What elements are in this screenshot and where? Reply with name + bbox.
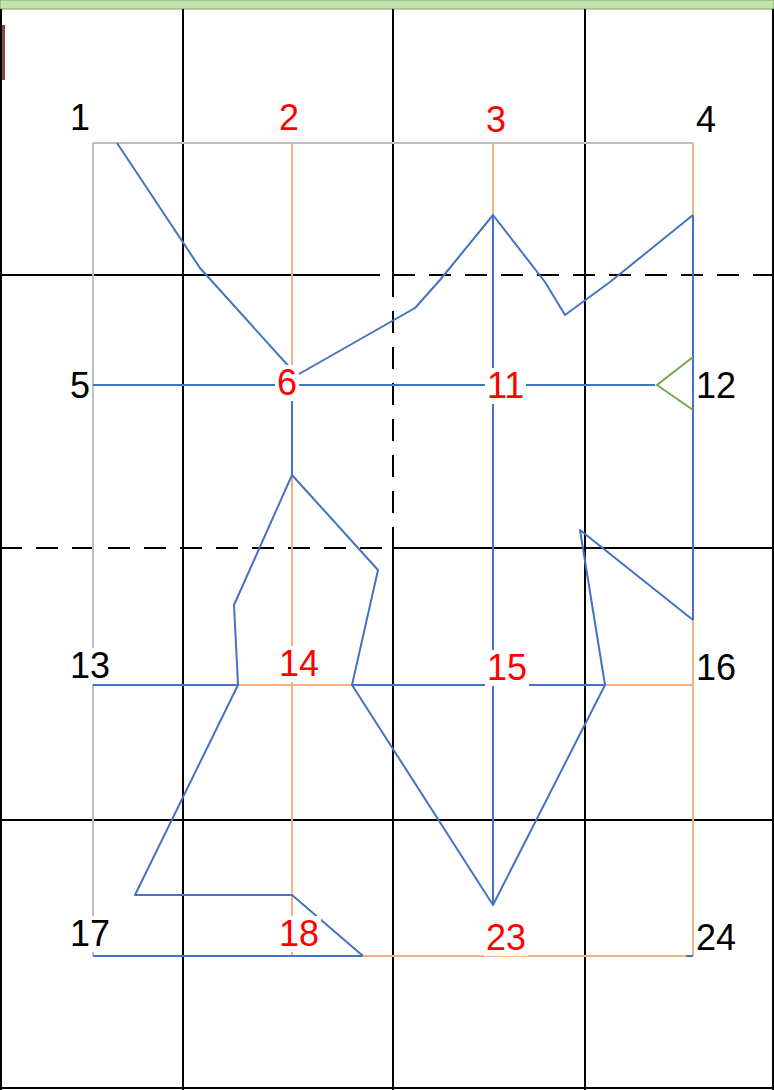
point-number: 12 (694, 368, 738, 404)
point-number: 16 (694, 650, 738, 686)
point-number: 17 (68, 916, 112, 952)
point-number: 13 (68, 648, 112, 684)
point-number: 3 (484, 102, 508, 138)
point-number: 1 (68, 100, 92, 136)
point-number: 23 (484, 920, 528, 956)
point-number: 24 (694, 920, 738, 956)
point-number: 15 (485, 650, 529, 686)
point-number: 14 (277, 646, 321, 682)
point-number: 5 (68, 368, 92, 404)
point-number: 2 (277, 100, 301, 136)
point-number: 4 (694, 102, 718, 138)
point-number: 18 (277, 916, 321, 952)
point-number: 6 (275, 365, 299, 401)
point-number: 11 (485, 368, 526, 404)
